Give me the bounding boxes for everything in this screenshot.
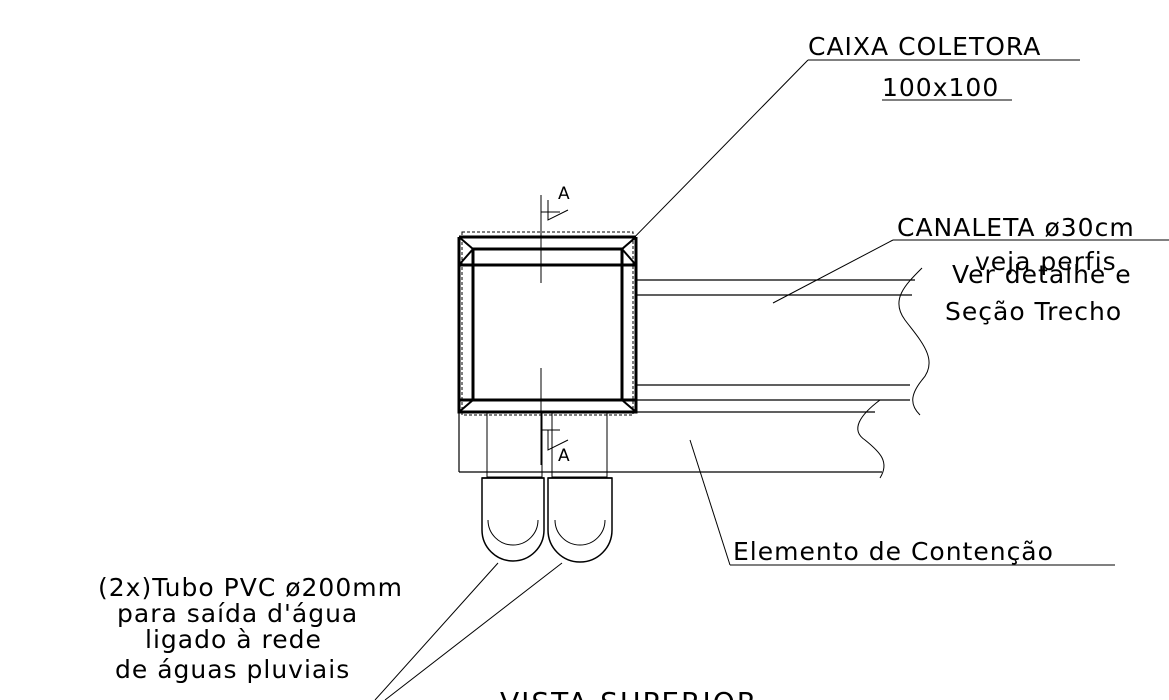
caixa-size: 100x100 (882, 73, 999, 102)
tubo-line2: para saída d'água (117, 599, 358, 628)
tubo-line4: de águas pluviais (115, 655, 350, 684)
canaleta-title: CANALETA ø30cm (897, 213, 1135, 242)
pipe-1-body (486, 411, 543, 478)
box-bevel (458, 248, 474, 266)
pipe-2-inner (554, 519, 606, 546)
leader-elemento (689, 439, 731, 566)
collector-box (457, 231, 638, 416)
pipe-1-end (481, 477, 545, 562)
pvc-pipes (481, 411, 613, 563)
view-title: VISTA SUPERIOR (500, 686, 758, 700)
annotations: CAIXA COLETORA 100x100 CANALETA ø30cm ve… (98, 32, 1135, 700)
leader-tubo-1 (374, 562, 499, 700)
section-line: A A (540, 184, 570, 466)
tubo-line3: ligado à rede (145, 625, 322, 654)
box-bevel (458, 399, 474, 413)
box-hidden-outline (461, 231, 634, 416)
containment-break-line (857, 399, 885, 479)
box-inner-square (471, 247, 624, 402)
leader-lines (374, 59, 1169, 700)
canaleta-line3: Ver detalhe e (952, 260, 1132, 289)
leader-caixa (621, 59, 809, 251)
leader-canaleta (772, 239, 894, 304)
pipe-2-body (551, 411, 608, 478)
caixa-title: CAIXA COLETORA (808, 32, 1041, 61)
section-arrow-top (547, 200, 569, 221)
box-top-bevel (458, 236, 474, 250)
box-outer-frame (457, 263, 638, 414)
section-marker-top: A (558, 184, 570, 204)
leader-tubo-2 (384, 562, 563, 700)
canaleta-line2: veja perfis (975, 247, 1117, 276)
elemento-label: Elemento de Contenção (733, 537, 1054, 566)
box-bevel (621, 399, 637, 413)
tubo-line1: (2x)Tubo PVC ø200mm (98, 573, 403, 602)
box-bevel (621, 248, 637, 266)
pipe-1-inner (487, 519, 539, 546)
canaleta-line4: Seção Trecho (945, 297, 1122, 326)
section-arrow-bottom (547, 430, 569, 451)
section-marker-bottom: A (558, 446, 570, 466)
channel-break-line (898, 267, 930, 416)
pipe-2-end (547, 477, 613, 563)
canaleta-channel (636, 267, 930, 416)
